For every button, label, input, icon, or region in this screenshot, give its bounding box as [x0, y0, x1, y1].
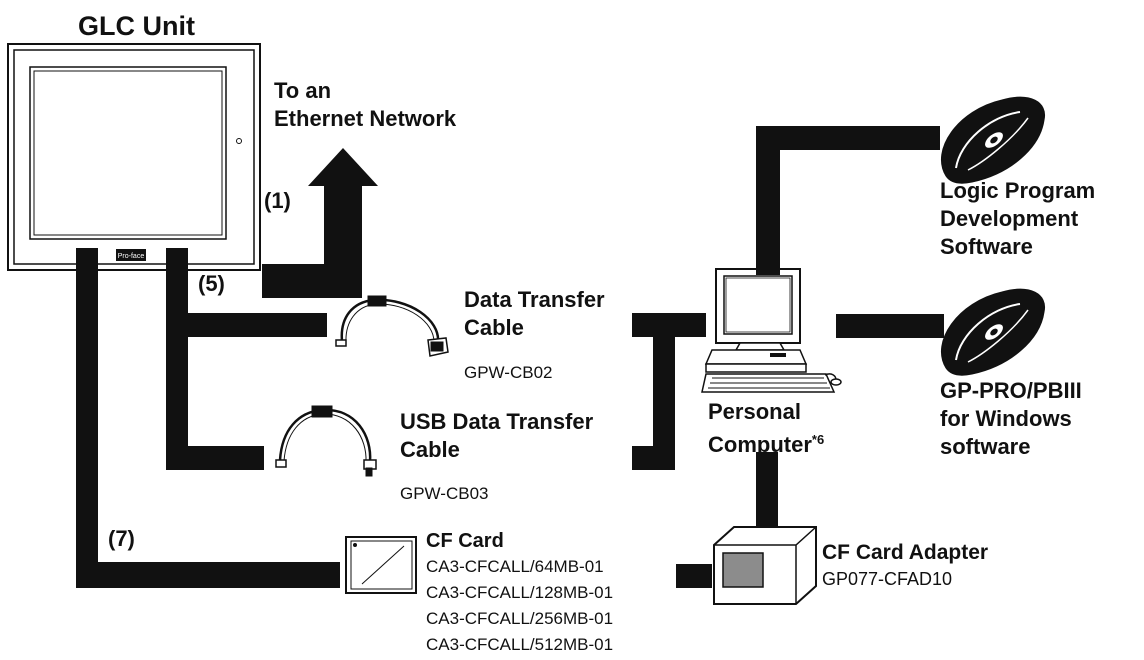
ethernet-network-label: To an Ethernet Network [274, 78, 457, 131]
gppro-software-disc-image [941, 288, 1046, 376]
cf-card-model-64mb: CA3-CFCALL/64MB-01 [426, 557, 604, 576]
logic-software-disc-image [941, 96, 1046, 184]
ethernet-arrow [262, 148, 378, 298]
logic-program-software-label: Logic Program Development Software [940, 178, 1096, 259]
cf-card-label: CF Card [426, 530, 504, 552]
glc-unit-title: GLC Unit [78, 11, 195, 41]
data-transfer-cable-label: Data Transfer Cable [464, 287, 605, 340]
gppro-software-label: GP-PRO/PBIII for Windows software [940, 378, 1082, 459]
port-label-5: (5) [198, 271, 225, 296]
port-label-1: (1) [264, 188, 291, 213]
port-label-7: (7) [108, 526, 135, 551]
personal-computer-image [701, 268, 842, 393]
data-transfer-cable-image [335, 295, 449, 357]
usb-data-transfer-cable-label: USB Data Transfer Cable [400, 409, 594, 462]
data-transfer-cable-model: GPW-CB02 [464, 363, 553, 382]
connection-line-gppro-software [836, 314, 944, 338]
cf-card-adapter-image [713, 526, 817, 605]
glc-brand-logo: Pro-face [118, 253, 145, 260]
footnote-marker: *6 [811, 432, 825, 447]
cf-card-image [345, 536, 417, 594]
cf-card-model-512mb: CA3-CFCALL/512MB-01 [426, 635, 614, 654]
cf-card-model-256mb: CA3-CFCALL/256MB-01 [426, 609, 614, 628]
cable-to-pc-bracket [632, 313, 706, 470]
cf-card-adapter-label: CF Card Adapter [822, 541, 989, 564]
personal-computer-label: Personal Computer*6 [708, 399, 825, 457]
connection-line-5 [166, 248, 327, 470]
connection-line-pc-adapter [756, 452, 778, 526]
connection-line-7 [76, 248, 340, 588]
glc-unit-device: Pro-face [7, 43, 261, 271]
usb-data-transfer-cable-model: GPW-CB03 [400, 484, 489, 503]
cf-card-adapter-model: GP077-CFAD10 [822, 569, 953, 589]
cf-card-model-128mb: CA3-CFCALL/128MB-01 [426, 583, 614, 602]
connection-line-logic-software [756, 126, 940, 275]
usb-data-transfer-cable-image [275, 405, 377, 477]
connection-line-card-adapter [676, 564, 712, 588]
